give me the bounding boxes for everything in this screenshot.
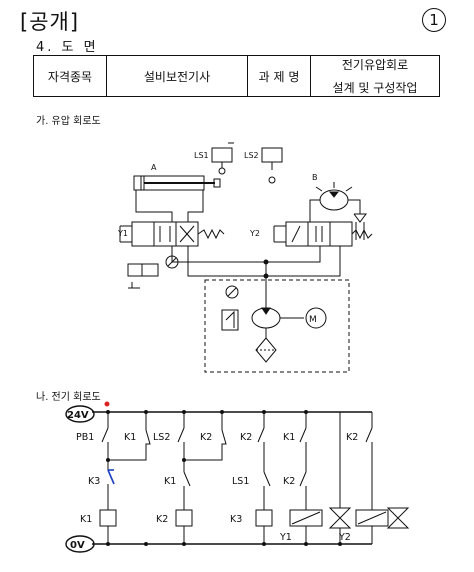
electric-motor bbox=[305, 307, 327, 329]
k1-contact3-label: K1 bbox=[164, 476, 176, 487]
supply-24v-label: 24V bbox=[67, 410, 89, 421]
ls2-label: LS2 bbox=[244, 151, 259, 160]
motor-b bbox=[315, 182, 353, 211]
k2-coil-label: K2 bbox=[156, 514, 168, 525]
section-heading: 4. 도 면 bbox=[36, 40, 99, 55]
document-status-label: [공개] bbox=[20, 10, 80, 34]
k1-contact2-label: K1 bbox=[283, 432, 295, 443]
lamp-y2 bbox=[386, 507, 410, 529]
svg-text:M: M bbox=[309, 315, 317, 325]
cylinder-a bbox=[133, 175, 221, 191]
electric-circuit-title: 나. 전기 회로도 bbox=[36, 392, 101, 403]
coil-k2 bbox=[175, 509, 193, 527]
power-unit-box bbox=[204, 279, 350, 373]
coil-k1 bbox=[99, 509, 117, 527]
lamp-y1 bbox=[328, 507, 352, 529]
k3-coil-label: K3 bbox=[230, 514, 242, 525]
y2-coil-label: Y2 bbox=[338, 532, 351, 543]
info-cell-task-value: 전기유압회로 설계 및 구성작업 bbox=[310, 55, 440, 97]
y2-label: Y2 bbox=[249, 229, 260, 238]
k3-contact-label: K3 bbox=[88, 476, 100, 487]
info-cell-qualification-value: 설비보전기사 bbox=[106, 55, 248, 97]
hydraulic-circuit-title: 가. 유압 회로도 bbox=[36, 116, 101, 127]
cylinder-a-label: A bbox=[151, 163, 157, 172]
y1-label: Y1 bbox=[117, 229, 128, 238]
task-title-line1: 전기유압회로 bbox=[341, 58, 409, 72]
valve-y1 bbox=[119, 221, 225, 247]
ls1-contact-label: LS1 bbox=[232, 476, 249, 487]
pb1-label: PB1 bbox=[76, 432, 94, 443]
info-cell-task-label: 과 제 명 bbox=[247, 55, 311, 97]
supply-0v-label: 0V bbox=[70, 540, 85, 551]
k2-contact-label: K2 bbox=[200, 432, 212, 443]
k1-contact-label: K1 bbox=[124, 432, 136, 443]
k1-coil-label: K1 bbox=[80, 514, 92, 525]
coil-k3 bbox=[255, 509, 273, 527]
ls2-contact-label: LS2 bbox=[153, 432, 170, 443]
motor-b-label: B bbox=[312, 173, 318, 182]
valve-y2 bbox=[273, 221, 373, 247]
info-table: 자격종목 설비보전기사 과 제 명 전기유압회로 설계 및 구성작업 bbox=[33, 55, 440, 97]
limit-switch-ls1 bbox=[211, 142, 234, 175]
ls1-label: LS1 bbox=[194, 151, 209, 160]
task-title-line2: 설계 및 구성작업 bbox=[332, 81, 418, 95]
info-cell-qualification-label: 자격종목 bbox=[33, 55, 107, 97]
page-number: 1 bbox=[422, 8, 446, 32]
k2-contact3-label: K2 bbox=[346, 432, 358, 443]
k2-contact2-label: K2 bbox=[240, 432, 252, 443]
limit-switch-ls2 bbox=[261, 147, 283, 184]
y1-coil-label: Y1 bbox=[279, 532, 292, 543]
k2-contact4-label: K2 bbox=[283, 476, 295, 487]
